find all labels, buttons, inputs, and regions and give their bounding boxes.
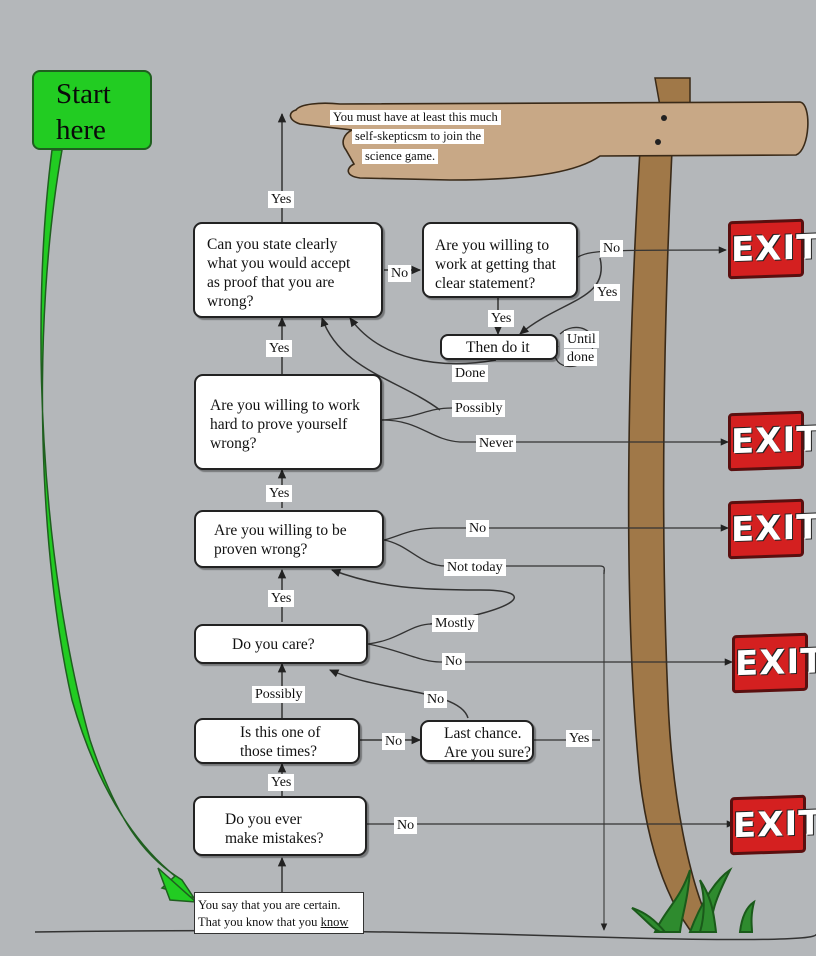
label-care-yes: Yes bbox=[268, 590, 295, 607]
certain-box: You say that you are certain. That you k… bbox=[194, 892, 364, 934]
question-care: Do you care? bbox=[194, 624, 368, 664]
hand-text-line1: You must have at least this much bbox=[330, 110, 501, 125]
label-work-yes: Yes bbox=[266, 340, 293, 357]
nail-1 bbox=[661, 115, 667, 121]
question-mistakes-line1: Do you ever bbox=[225, 811, 302, 828]
arrow-proven-no-exit bbox=[383, 524, 729, 541]
label-mistakes-no: No bbox=[394, 817, 418, 834]
ground-line bbox=[34, 929, 816, 941]
label-mistakes-yes: Yes bbox=[268, 774, 295, 791]
label-willing-yes-right: Yes bbox=[594, 284, 621, 301]
question-work-hard-line2: hard to prove yourself bbox=[210, 416, 348, 433]
hand-text-line2: self-skepticsm to join the bbox=[352, 129, 485, 144]
question-state-clearly-line2: what you would accept bbox=[207, 255, 351, 272]
label-times-no: No bbox=[382, 733, 406, 750]
question-work-hard-line1: Are you willing to work bbox=[210, 397, 360, 414]
label-willing-yes-down: Yes bbox=[488, 310, 515, 327]
question-those-times-line1: Is this one of bbox=[240, 724, 321, 741]
question-care-line1: Do you care? bbox=[232, 636, 315, 653]
arrow-possibly-to-state bbox=[320, 317, 441, 411]
branch-care-mostly bbox=[367, 623, 433, 645]
label-done-loop: done bbox=[564, 349, 598, 366]
branch-work-possibly bbox=[381, 407, 453, 421]
certain-line1: You say that you are certain. bbox=[198, 898, 341, 912]
hand-text-line3: science game. bbox=[362, 149, 439, 164]
label-until: Until bbox=[564, 331, 599, 348]
start-arrow-head bbox=[157, 867, 199, 903]
question-those-times-line2: those times? bbox=[240, 743, 318, 760]
wooden-post bbox=[627, 149, 710, 932]
question-mistakes: Do you ever make mistakes? bbox=[193, 796, 367, 856]
question-willing-work-line1: Are you willing to bbox=[435, 237, 550, 254]
question-willing-work-line3: clear statement? bbox=[435, 275, 536, 292]
exit-sign-5: EXIT bbox=[730, 794, 816, 856]
label-last-yes: Yes bbox=[566, 730, 593, 747]
question-work-hard-line3: wrong? bbox=[210, 435, 257, 452]
arrow-mostly-to-proven bbox=[331, 569, 515, 625]
label-care-no: No bbox=[442, 653, 466, 670]
label-state-yes: Yes bbox=[268, 191, 295, 208]
question-proven-wrong-line1: Are you willing to be bbox=[214, 522, 347, 539]
label-done: Done bbox=[452, 365, 489, 382]
question-last-chance-line2: Are you sure? bbox=[444, 744, 531, 761]
exit-sign-1: EXIT bbox=[728, 218, 816, 280]
arrow-work-never-exit bbox=[381, 419, 729, 446]
question-proven-wrong: Are you willing to be proven wrong? bbox=[194, 510, 384, 568]
certain-line2: That you know that you know bbox=[198, 914, 361, 931]
arrow-done-to-state bbox=[349, 317, 497, 365]
certain-line2-prefix: That you know that you bbox=[198, 915, 321, 929]
exit-sign-4: EXIT bbox=[732, 632, 816, 694]
label-work-never: Never bbox=[476, 435, 517, 452]
question-willing-work-line2: work at getting that bbox=[435, 256, 556, 273]
label-proven-not-today: Not today bbox=[444, 559, 506, 576]
start-sign: Start here bbox=[32, 70, 152, 150]
arrow-willing-yes-right bbox=[519, 257, 603, 335]
label-proven-yes: Yes bbox=[266, 485, 293, 502]
start-sign-line1: Start bbox=[56, 78, 111, 110]
certain-line2-know: know bbox=[320, 915, 349, 929]
start-sign-line2: here bbox=[56, 114, 106, 146]
question-willing-work: Are you willing to work at getting that … bbox=[422, 222, 578, 298]
label-work-possibly: Possibly bbox=[452, 400, 506, 417]
arrow-last-no-to-care bbox=[329, 669, 469, 719]
question-last-chance: Last chance. Are you sure? bbox=[420, 720, 534, 762]
question-state-clearly: Can you state clearly what you would acc… bbox=[193, 222, 383, 318]
label-proven-no: No bbox=[466, 520, 490, 537]
exit-sign-2: EXIT bbox=[728, 410, 816, 472]
question-last-chance-line1: Last chance. bbox=[444, 725, 522, 742]
exit-sign-3: EXIT bbox=[728, 498, 816, 560]
nail-2 bbox=[655, 139, 661, 145]
question-those-times: Is this one of those times? bbox=[194, 718, 360, 764]
label-state-no: No bbox=[388, 265, 412, 282]
label-willing-no: No bbox=[600, 240, 624, 257]
label-care-mostly: Mostly bbox=[432, 615, 478, 632]
question-proven-wrong-line2: proven wrong? bbox=[214, 541, 308, 558]
question-state-clearly-line1: Can you state clearly bbox=[207, 236, 338, 253]
label-times-possibly: Possibly bbox=[252, 686, 306, 703]
step-then-do-it-line1: Then do it bbox=[466, 339, 530, 356]
question-work-hard: Are you willing to work hard to prove yo… bbox=[194, 374, 382, 470]
label-last-no: No bbox=[424, 691, 448, 708]
start-arrow bbox=[40, 149, 196, 900]
question-state-clearly-line3: as proof that you are bbox=[207, 274, 335, 291]
question-state-clearly-line4: wrong? bbox=[207, 293, 254, 310]
grass-tuft bbox=[631, 867, 756, 933]
arrow-care-no-exit bbox=[367, 643, 733, 666]
step-then-do-it: Then do it bbox=[440, 334, 558, 360]
question-mistakes-line2: make mistakes? bbox=[225, 830, 324, 847]
